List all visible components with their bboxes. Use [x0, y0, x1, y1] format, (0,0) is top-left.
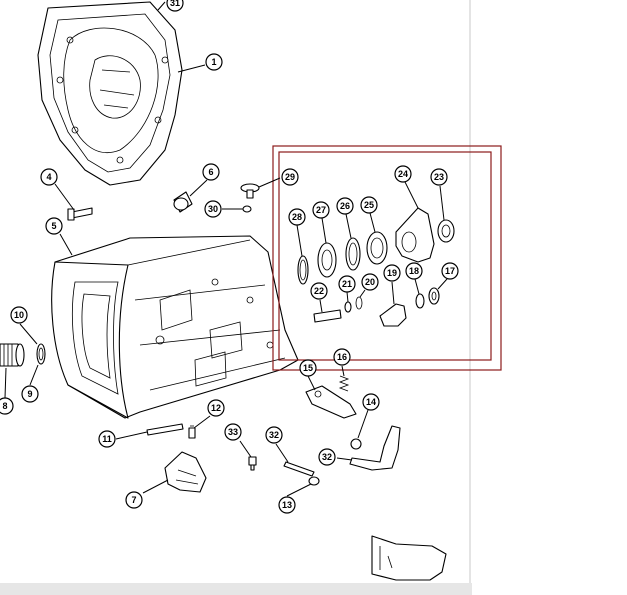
- svg-text:5: 5: [51, 221, 56, 231]
- callout-24: 24: [394, 165, 412, 183]
- svg-text:18: 18: [409, 266, 419, 276]
- svg-text:24: 24: [398, 169, 408, 179]
- callout-8: 8: [0, 397, 14, 415]
- callout-25: 25: [360, 196, 378, 214]
- plug-29: [240, 183, 260, 199]
- inset-sketch: [371, 535, 447, 581]
- callout-14: 14: [362, 393, 380, 411]
- svg-text:28: 28: [292, 212, 302, 222]
- pin-11: [146, 423, 184, 436]
- callout-20: 20: [361, 273, 379, 291]
- svg-text:23: 23: [434, 172, 444, 182]
- callout-30: 30: [204, 200, 222, 218]
- svg-text:30: 30: [208, 204, 218, 214]
- svg-text:14: 14: [366, 397, 376, 407]
- page-bottom-edge: [0, 583, 472, 595]
- callout-10: 10: [10, 306, 28, 324]
- parts-in-frame: [297, 207, 455, 327]
- svg-text:31: 31: [170, 0, 180, 8]
- callout-21: 21: [338, 275, 356, 293]
- callout-7: 7: [125, 491, 143, 509]
- callout-29: 29: [281, 168, 299, 186]
- callout-1: 1: [205, 53, 223, 71]
- callout-11: 11: [98, 430, 116, 448]
- ring-21: [344, 301, 352, 313]
- callout-6: 6: [202, 163, 220, 181]
- lever-15: [305, 385, 357, 419]
- callout-32-shaft: 32: [265, 426, 283, 444]
- svg-text:17: 17: [445, 266, 455, 276]
- svg-text:32: 32: [322, 452, 332, 462]
- svg-text:32: 32: [269, 430, 279, 440]
- spring-16: [338, 375, 350, 392]
- svg-text:9: 9: [27, 389, 32, 399]
- bracket-7: [164, 451, 207, 493]
- callout-12: 12: [207, 399, 225, 417]
- svg-text:4: 4: [46, 172, 51, 182]
- callout-4: 4: [40, 168, 58, 186]
- callout-19: 19: [383, 264, 401, 282]
- bolt-33: [248, 456, 257, 471]
- clip-20: [355, 296, 363, 310]
- callout-33: 33: [224, 423, 242, 441]
- svg-text:15: 15: [303, 363, 313, 373]
- race-25: [366, 231, 388, 265]
- svg-text:13: 13: [282, 500, 292, 510]
- pin-22: [313, 309, 342, 323]
- snap-ring-26: [345, 237, 361, 271]
- highlighted-parts-frame: [272, 145, 502, 371]
- transmission-case: [51, 235, 299, 419]
- ring-18: [415, 293, 425, 309]
- svg-text:12: 12: [211, 403, 221, 413]
- svg-text:1: 1: [211, 57, 216, 67]
- input-shaft-8: [0, 343, 25, 367]
- svg-text:22: 22: [314, 286, 324, 296]
- callout-16: 16: [333, 348, 351, 366]
- svg-text:25: 25: [364, 200, 374, 210]
- svg-text:19: 19: [387, 268, 397, 278]
- shift-lever-32: [349, 425, 401, 471]
- washer-30: [242, 205, 252, 213]
- callout-31: 31: [166, 0, 184, 12]
- bolt-4: [67, 207, 93, 221]
- ring-13: [308, 476, 320, 486]
- seal-17: [428, 287, 440, 305]
- plate-24: [395, 207, 435, 263]
- svg-text:8: 8: [2, 401, 7, 411]
- svg-text:29: 29: [285, 172, 295, 182]
- svg-text:20: 20: [365, 277, 375, 287]
- svg-text:7: 7: [131, 495, 136, 505]
- bearing-23: [437, 219, 455, 243]
- svg-text:6: 6: [208, 167, 213, 177]
- callout-32-lever: 32: [318, 448, 336, 466]
- svg-text:27: 27: [316, 205, 326, 215]
- callout-17: 17: [441, 262, 459, 280]
- svg-text:26: 26: [340, 201, 350, 211]
- callout-5: 5: [45, 217, 63, 235]
- callout-15: 15: [299, 359, 317, 377]
- sleeve-19: [379, 303, 407, 327]
- shaft-seal-9: [36, 343, 46, 365]
- svg-text:33: 33: [228, 427, 238, 437]
- svg-text:10: 10: [14, 310, 24, 320]
- svg-text:21: 21: [342, 279, 352, 289]
- bell-housing: [37, 1, 183, 186]
- svg-text:16: 16: [337, 352, 347, 362]
- callout-22: 22: [310, 282, 328, 300]
- bushing-14: [350, 438, 362, 450]
- breather-6: [173, 191, 193, 213]
- callout-9: 9: [21, 385, 39, 403]
- callout-13: 13: [278, 496, 296, 514]
- bolt-12: [188, 425, 196, 439]
- callout-28: 28: [288, 208, 306, 226]
- svg-text:11: 11: [102, 434, 112, 444]
- callout-18: 18: [405, 262, 423, 280]
- callout-27: 27: [312, 201, 330, 219]
- bearing-27: [317, 242, 337, 278]
- callout-23: 23: [430, 168, 448, 186]
- leader-lines: [4, 1, 448, 497]
- callout-26: 26: [336, 197, 354, 215]
- shaft-32: [283, 461, 315, 477]
